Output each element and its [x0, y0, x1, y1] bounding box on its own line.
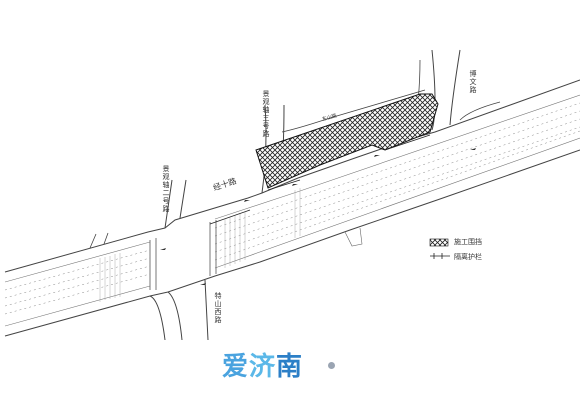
- road-teshan-west-left-curve: [149, 295, 166, 341]
- crosswalk-west: [149, 220, 217, 290]
- watermark-dot: [328, 362, 335, 369]
- label-jingguan-3-road: 景观轴三号路: [262, 90, 270, 138]
- main-road-south-edge: [4, 149, 580, 337]
- legend-barrier-label: 隔离护栏: [454, 253, 482, 261]
- construction-zone: [255, 93, 439, 189]
- road-minor-north: [281, 89, 426, 133]
- crosswalk-stripes: [99, 188, 301, 302]
- main-road-inner-south: [4, 137, 580, 327]
- watermark-char-3: 南: [276, 352, 304, 382]
- road-stub-southwest: [89, 232, 109, 249]
- legend-construction-swatch: [429, 238, 449, 247]
- direction-arrows: [160, 148, 476, 285]
- legend-barrier-swatch: [430, 253, 450, 259]
- watermark-logo: 爱济南: [222, 346, 303, 383]
- label-jingguan-2-road: 景观轴二号路: [162, 165, 170, 213]
- lane-markings: [4, 102, 580, 315]
- legend-barrier: 隔离护栏: [452, 252, 482, 262]
- road-teshan-west: [167, 279, 209, 341]
- legend-construction-label: 施工围挡: [454, 238, 482, 246]
- road-bowen: [431, 49, 461, 131]
- watermark-char-1: 爱: [222, 352, 250, 382]
- main-road-inner-north: [4, 94, 580, 283]
- legend-construction: 施工围挡: [452, 237, 482, 247]
- isolation-barriers: [209, 134, 431, 225]
- south-notch: [344, 227, 363, 247]
- road-jingguan-2: [164, 179, 187, 229]
- watermark-char-2: 济: [249, 352, 277, 382]
- label-teshan-west-road: 特山西路: [214, 292, 222, 324]
- label-bowen-road: 博文路: [469, 70, 477, 94]
